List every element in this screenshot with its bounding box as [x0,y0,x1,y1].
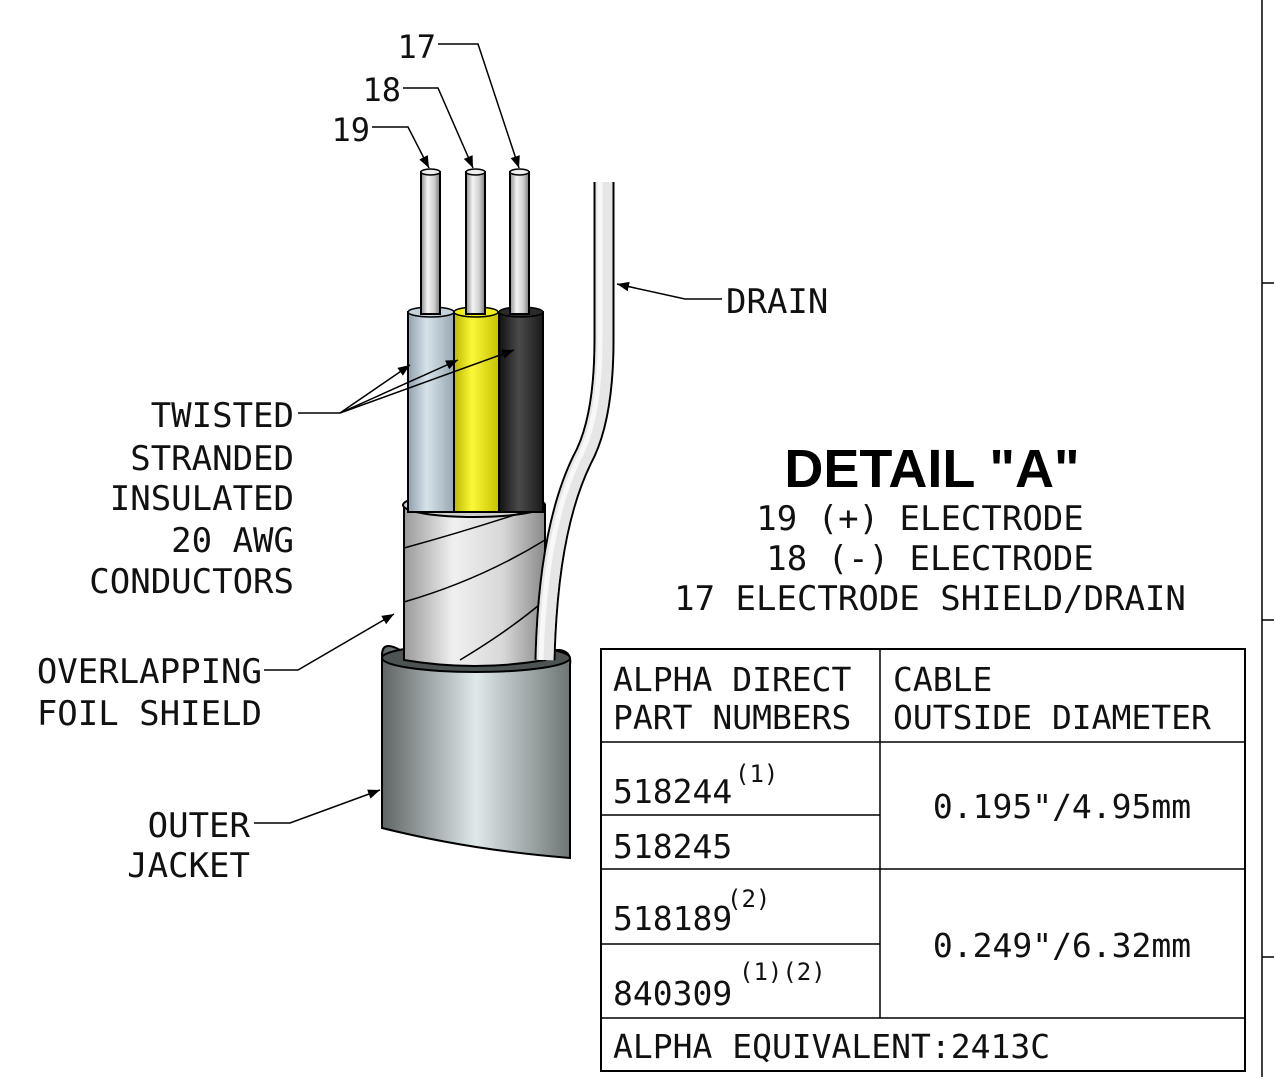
sheet-border [1261,0,1274,1077]
conductor-17-insulation [498,311,544,513]
part-number-cell: 518244 [613,772,732,811]
table-header-parts-line2: PART NUMBERS [613,698,851,737]
part-number-note: (2) [727,885,770,913]
svg-text:OVERLAPPING: OVERLAPPING [37,652,262,692]
svg-text:INSULATED: INSULATED [110,479,294,519]
callout-outer-jacket: OUTER JACKET [127,806,250,886]
svg-text:TWISTED: TWISTED [151,396,294,436]
svg-text:STRANDED: STRANDED [130,439,294,479]
callout-twisted-conductors: TWISTED STRANDED INSULATED 20 AWG CONDUC… [89,396,294,602]
conductor-19-insulation [407,311,455,513]
callout-18: 18 [362,71,401,109]
callout-drain: DRAIN [726,282,828,322]
outer-jacket-shape [381,643,572,860]
svg-text:OUTER: OUTER [148,806,251,846]
diameter-cell: 0.249"/6.32mm [933,926,1191,965]
part-number-cell: 518245 [613,827,732,866]
table-header-diameter-line1: CABLE [893,660,992,699]
svg-text:17 ELECTRODE SHIELD/DRAIN: 17 ELECTRODE SHIELD/DRAIN [674,579,1186,619]
bare-wires [420,168,530,315]
detail-title: DETAIL "A" [784,439,1079,499]
svg-text:CONDUCTORS: CONDUCTORS [89,562,294,602]
leader-lines [254,43,722,824]
drain-wire [534,182,615,661]
table-header-diameter-line2: OUTSIDE DIAMETER [893,698,1211,737]
svg-text:FOIL SHIELD: FOIL SHIELD [37,694,262,734]
detail-legend: 19 (+) ELECTRODE 18 (-) ELECTRODE 17 ELE… [674,499,1186,619]
part-number-note: (1)(2) [739,958,826,986]
callout-19: 19 [331,111,370,149]
insulated-conductors [407,306,544,513]
conductor-18-insulation [453,311,500,513]
callout-foil-shield: OVERLAPPING FOIL SHIELD [37,652,262,734]
svg-text:20 AWG: 20 AWG [171,521,294,561]
table-header-parts-line1: ALPHA DIRECT [613,660,852,699]
foil-shield-shape [402,492,546,667]
svg-text:JACKET: JACKET [127,846,250,886]
svg-text:19 (+) ELECTRODE: 19 (+) ELECTRODE [756,499,1084,539]
part-number-note: (1) [735,760,778,788]
part-number-cell: 518189 [613,899,732,938]
svg-text:18 (-) ELECTRODE: 18 (-) ELECTRODE [766,539,1094,579]
diameter-cell: 0.195"/4.95mm [933,787,1191,826]
table-footer-equivalent: ALPHA EQUIVALENT:2413C [613,1027,1050,1066]
callout-17: 17 [397,28,436,66]
part-number-table: ALPHA DIRECT PART NUMBERS CABLE OUTSIDE … [600,648,1246,1072]
part-number-cell: 840309 [613,974,732,1013]
